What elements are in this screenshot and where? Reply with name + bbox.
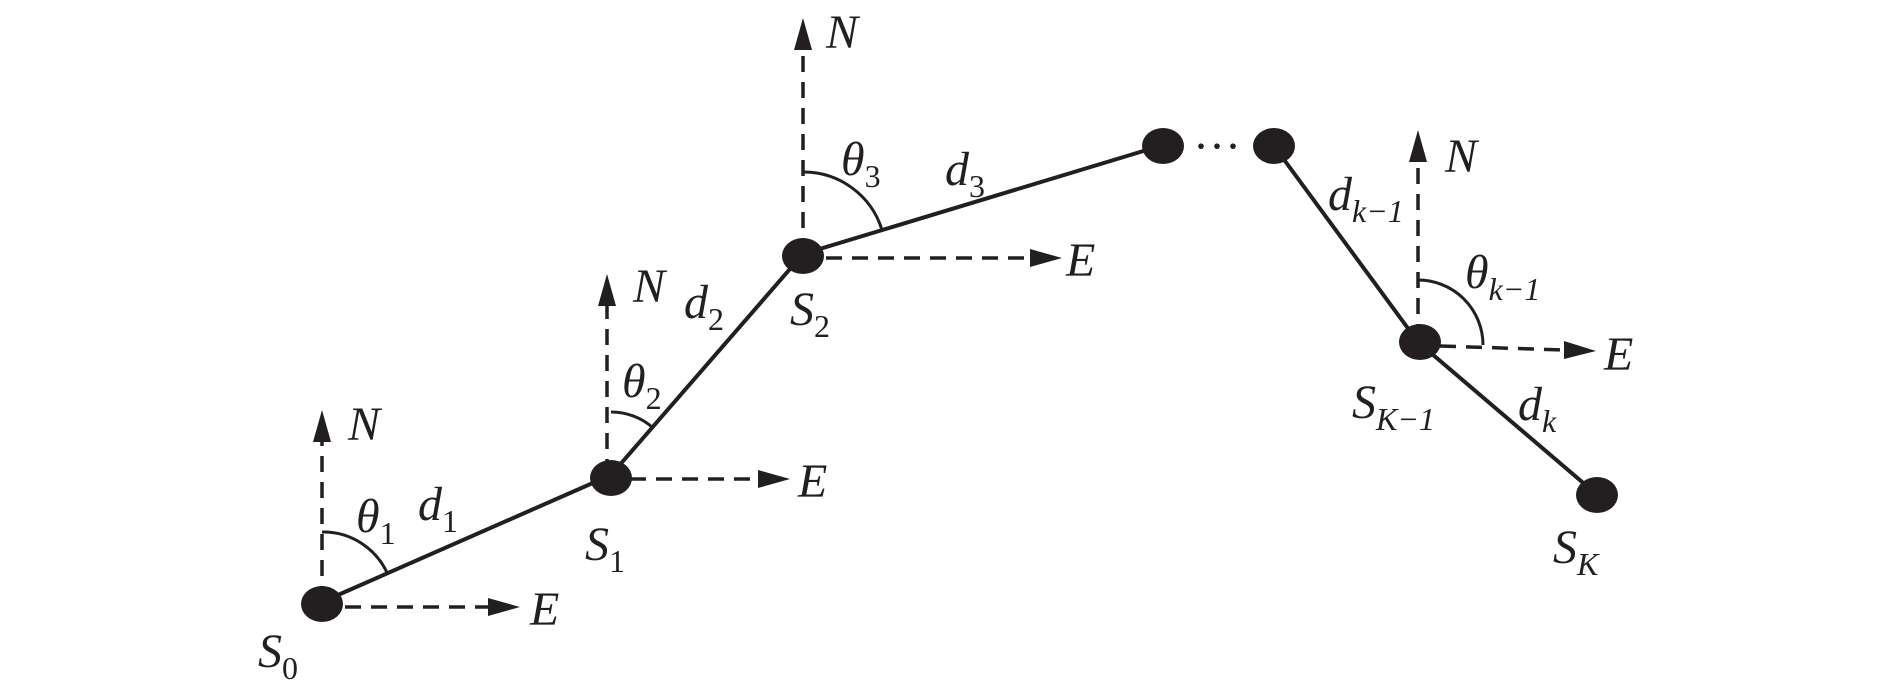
angle-arc-thetak-1 [1417,278,1485,346]
distance-label-d3: d3 [945,143,985,204]
station-label-s0: S0 [258,625,298,686]
segment-d1 [321,473,612,604]
node-intermediate-a [1142,128,1184,164]
segment-dk [1416,340,1597,495]
distance-label-d2: d2 [684,276,724,337]
east-arrowhead-sk-1 [1564,341,1596,359]
north-arrowhead-s1 [598,274,616,306]
node-s2 [782,238,824,274]
east-arrowhead-s0 [488,598,520,616]
north-arrowhead-s2 [794,18,812,50]
axes-s1 [598,274,790,488]
distance-label-d1: d1 [418,478,458,539]
north-label-sk-1: N [1444,130,1480,183]
node-sk-1 [1399,324,1441,360]
north-arrowhead-sk-1 [1409,130,1427,162]
east-axis-sk-1 [1439,344,1565,352]
east-label-s1: E [797,455,827,508]
angle-label-thetak-1: θk−1 [1465,246,1540,307]
traverse-path [321,144,1597,604]
angle-label-theta1: θ1 [356,490,396,551]
segment-dk-1 [1272,144,1420,344]
node-sk [1576,477,1618,513]
node-s1 [590,460,632,496]
segment-d3 [802,144,1161,256]
station-label-s2: S2 [790,283,830,344]
east-label-s2: E [1065,234,1095,287]
stations [301,128,1618,622]
east-arrowhead-s1 [758,470,790,488]
east-arrowhead-s2 [1030,249,1062,267]
station-label-s1: S1 [585,518,625,579]
ellipsis: ··· [1193,120,1241,173]
angle-label-theta2: θ2 [622,355,662,416]
station-label-sk-1: SK−1 [1352,376,1435,437]
angle-arc-theta2 [610,410,653,429]
distance-label-dk-1: dk−1 [1328,168,1404,229]
segment-d2 [609,252,805,477]
axes-s0 [313,410,520,616]
north-label-s2: N [825,6,861,59]
distance-label-dk: dk [1518,378,1557,439]
north-arrowhead-s0 [313,410,331,442]
east-label-s0: E [529,583,559,636]
north-label-s1: N [632,260,668,313]
angle-label-theta3: θ3 [841,133,881,194]
angle-arc-theta3 [802,170,884,231]
east-label-sk-1: E [1603,328,1633,381]
axes-s2 [794,18,1062,267]
north-label-s0: N [347,398,383,451]
node-s0 [301,586,343,622]
node-intermediate-b [1253,128,1295,164]
station-label-sk: SK [1553,521,1600,582]
axes-sk-1 [1409,130,1596,359]
angle-arc-theta1 [321,530,390,576]
